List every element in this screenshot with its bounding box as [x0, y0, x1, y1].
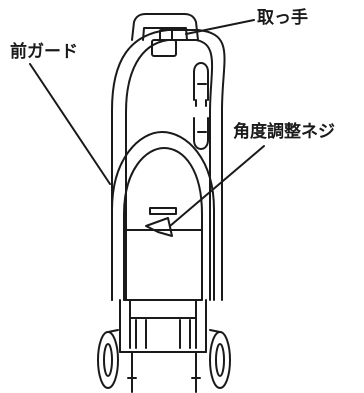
wheel-left — [97, 329, 119, 389]
seat-arch-inner — [123, 147, 203, 301]
leader-handle — [185, 19, 255, 35]
wheel-right — [209, 329, 231, 389]
handle — [131, 13, 199, 57]
front-guard-frame — [111, 29, 226, 301]
angle-adjust-knob — [145, 207, 177, 237]
wheel-center — [127, 351, 201, 393]
seat-arch-outer — [111, 131, 215, 301]
angle-adjust-knob-label: 角度調整ネジ — [233, 122, 335, 142]
leader-angle-knob — [169, 145, 265, 227]
front-guard-inner — [125, 39, 213, 301]
handle-label: 取っ手 — [257, 8, 308, 28]
leader-front-guard — [29, 63, 111, 185]
front-guard-label: 前ガード — [10, 42, 78, 62]
hook-lower — [193, 117, 209, 150]
hook-upper — [193, 62, 209, 101]
